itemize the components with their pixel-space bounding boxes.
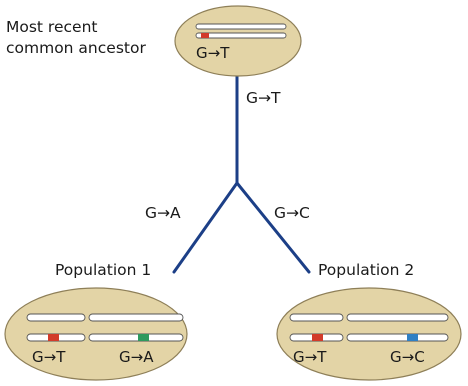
population-1-chromosome-top-left [26, 313, 86, 322]
ancestor-cell: G→T [174, 5, 302, 77]
ancestor-cell-body [174, 5, 302, 77]
population-1-marker-red [48, 334, 59, 341]
root-title-line2: common ancestor [6, 39, 146, 57]
ancestor-mutation-label: G→T [196, 44, 230, 62]
left-branch-mutation-label: G→A [145, 204, 181, 222]
population-2-marker-blue [407, 334, 418, 341]
population-1-marker-green [138, 334, 149, 341]
root-title-line1: Most recent [6, 18, 97, 36]
population-1-marker2-label: G→A [119, 348, 154, 366]
population-1-cell: G→T G→A [4, 287, 188, 381]
population-1-label: Population 1 [55, 261, 151, 279]
ancestor-marker-red [201, 33, 209, 38]
population-2-marker-red [312, 334, 323, 341]
right-branch-mutation-label: G→C [274, 204, 310, 222]
population-2-cell: G→T G→C [276, 287, 462, 381]
phylogenetic-tree [172, 73, 311, 274]
left-branch [172, 181, 239, 274]
population-2-chromosome-top-left [289, 313, 344, 322]
population-1-chromosome-top-right [88, 313, 184, 322]
right-branch [235, 181, 311, 274]
population-2-label: Population 2 [318, 261, 414, 279]
ancestor-chromosome-top [195, 23, 287, 30]
ancestor-chromosome-bottom [195, 32, 287, 39]
population-2-chromosome-bottom-right [346, 333, 449, 342]
population-1-marker1-label: G→T [32, 348, 66, 366]
population-2-chromosome-top-right [346, 313, 449, 322]
population-2-marker1-label: G→T [293, 348, 327, 366]
population-2-marker2-label: G→C [390, 348, 425, 366]
trunk-mutation-label: G→T [246, 89, 281, 107]
population-1-chromosome-bottom-right [88, 333, 184, 342]
